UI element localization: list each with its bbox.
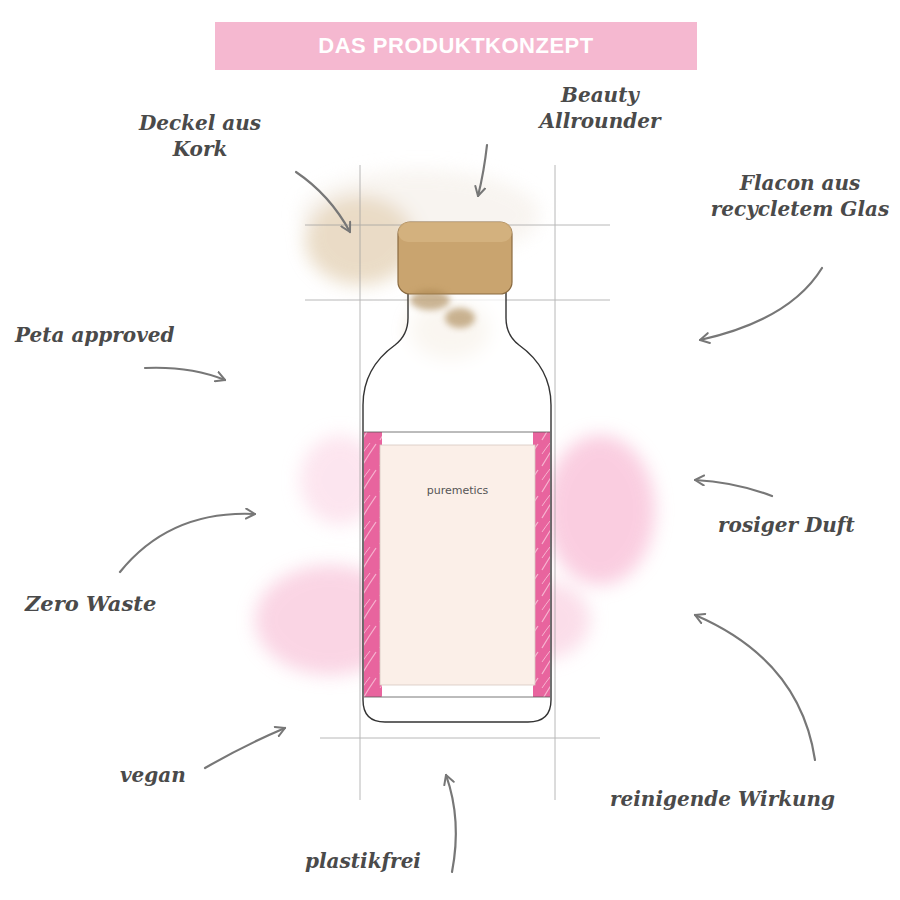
- zero-waste-note: Zero Waste: [25, 590, 195, 617]
- glass-note: Flacon aus recycletem Glas: [705, 170, 895, 222]
- title-text: DAS PRODUKTKONZEPT: [318, 33, 593, 59]
- peta-note: Peta approved: [15, 322, 215, 348]
- cork-note: Deckel aus Kork: [130, 110, 270, 162]
- title-band: DAS PRODUKTKONZEPT: [215, 22, 697, 70]
- cleansing-note: reinigende Wirkung: [610, 786, 895, 812]
- brand-name: puremetics: [380, 484, 535, 498]
- allrounder-note: Beauty Allrounder: [535, 82, 665, 134]
- scent-note: rosiger Duft: [718, 512, 888, 538]
- plastic-free-note: plastikfrei: [305, 848, 485, 874]
- vegan-note: vegan: [120, 762, 220, 788]
